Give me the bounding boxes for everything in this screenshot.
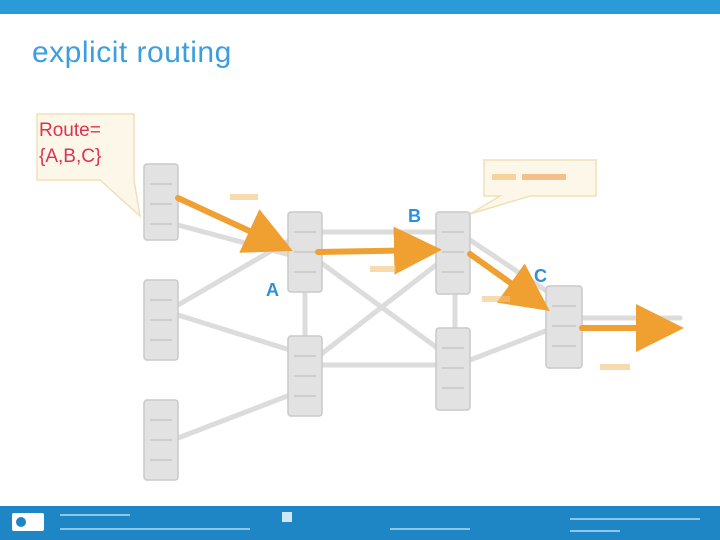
network-links (175, 222, 683, 441)
router-b (435, 211, 471, 295)
route-segment-to-a (175, 195, 293, 253)
router-r3 (143, 399, 179, 481)
link (175, 392, 293, 441)
footer-line (60, 514, 130, 516)
explicit-route (175, 195, 684, 352)
packet-labels-blurred (230, 194, 630, 370)
packet-label (230, 194, 258, 200)
node-label-b: B (408, 206, 421, 226)
router-a (287, 211, 323, 293)
router-c (545, 285, 583, 369)
router-r1 (143, 163, 179, 241)
top-accent-bar (0, 0, 720, 14)
logo-icon (12, 513, 44, 531)
packet-label (370, 266, 396, 272)
packet-label (600, 364, 630, 370)
router-r5 (287, 335, 323, 417)
link (317, 259, 443, 358)
link (175, 312, 293, 353)
callout-line-1: Route= (39, 120, 101, 141)
footer-bar (0, 506, 720, 540)
route-segment-b-to-c (467, 251, 550, 311)
route-segment-a-to-b (315, 226, 442, 275)
slide-title: explicit routing (32, 36, 232, 69)
router-r7 (435, 327, 471, 411)
packet-label (482, 296, 510, 302)
route-callout (36, 113, 142, 218)
route-callout-text: Route= {A,B,C} (39, 118, 139, 170)
callout-line-2: {A,B,C} (39, 146, 102, 167)
link (467, 327, 551, 363)
node-label-a: A (266, 280, 279, 300)
header-field-blurred (522, 174, 566, 180)
footer-line (570, 518, 700, 520)
footer-line (60, 528, 250, 530)
router-r2 (143, 279, 179, 361)
header-field-blurred (492, 174, 516, 180)
header-callout (469, 159, 597, 215)
node-label-c: C (534, 266, 547, 286)
footer-line (390, 528, 470, 530)
footer-mark (282, 512, 292, 522)
footer-line (570, 530, 620, 532)
